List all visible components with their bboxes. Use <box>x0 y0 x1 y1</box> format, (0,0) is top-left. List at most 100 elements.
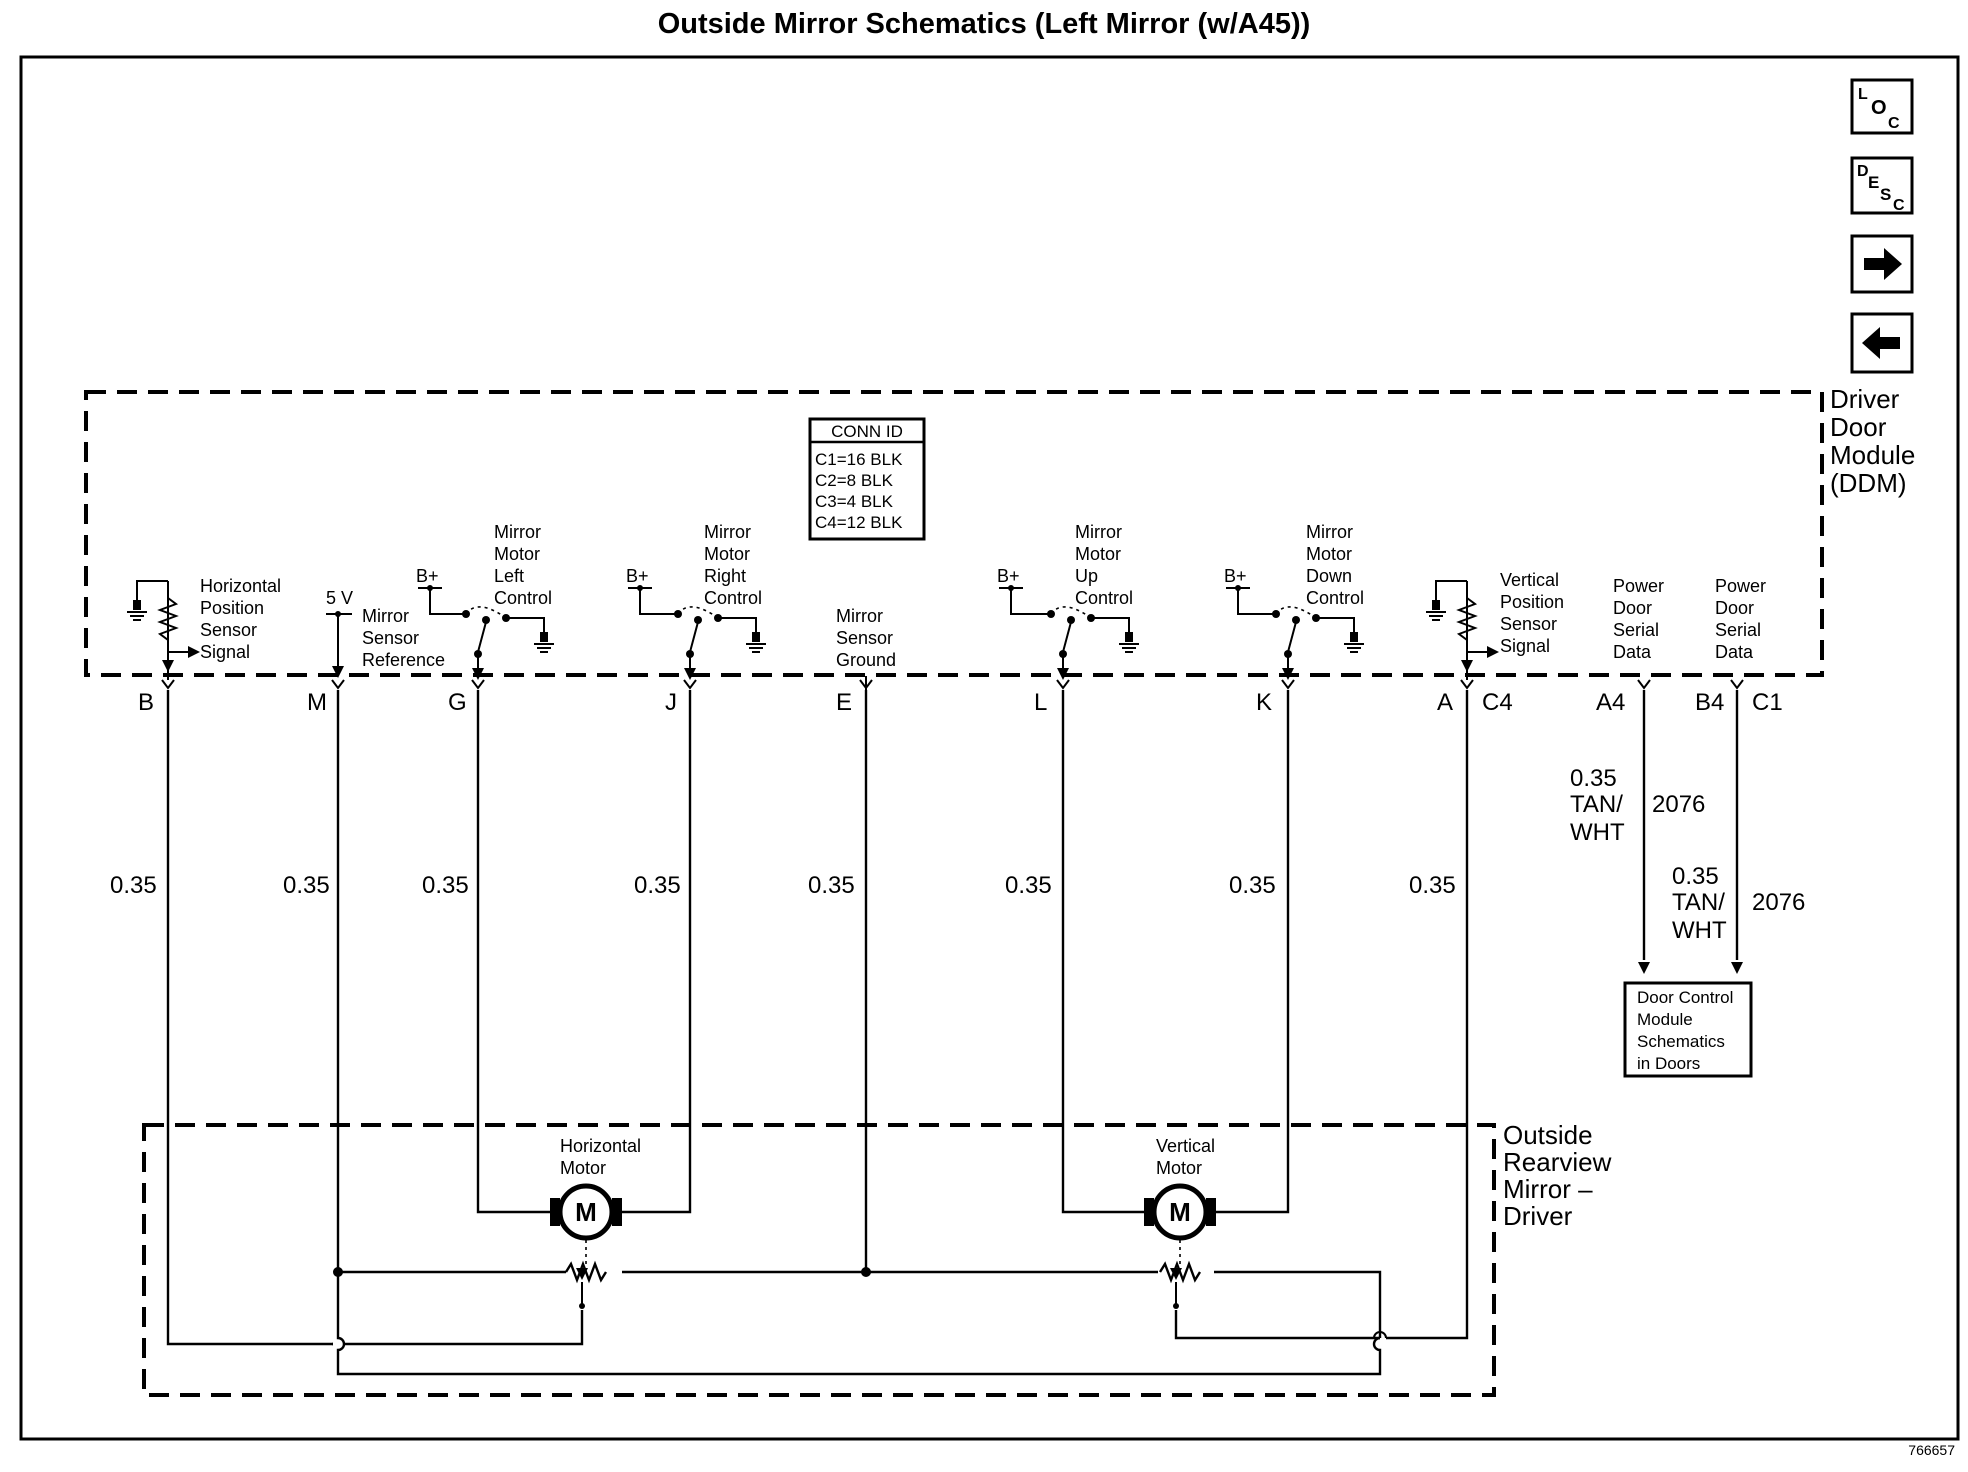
conn-id-header: CONN ID <box>831 422 903 441</box>
up-control-label: Motor <box>1075 544 1121 564</box>
left-control-switch <box>429 588 466 615</box>
arrow-icon <box>1282 668 1294 680</box>
serial-color: TAN/ <box>1672 889 1725 916</box>
connector-pin <box>331 679 345 690</box>
vertical-motor-label: Vertical <box>1156 1136 1215 1156</box>
b-plus-label: B+ <box>626 566 649 586</box>
right-control-label: Mirror <box>704 522 751 542</box>
switch-contact <box>482 616 490 624</box>
wire-gauge-label: 0.35 <box>1409 872 1456 899</box>
wire-gauge-label: 0.35 <box>808 872 855 899</box>
horizontal-motor-label: Motor <box>560 1158 606 1178</box>
up-control-label: Mirror <box>1075 522 1122 542</box>
wire-gauge-label: 0.35 <box>110 872 157 899</box>
ddm-label-3: Module <box>1830 440 1915 470</box>
sensor-ground-label: Mirror <box>836 606 883 626</box>
pin-label: G <box>448 689 467 716</box>
five-volt-label: 5 V <box>326 588 353 608</box>
junction-dot <box>335 611 341 617</box>
arrow-icon <box>472 668 484 680</box>
mirror-sensor-reference-label: Mirror <box>362 606 409 626</box>
loc-letter-2: O <box>1871 97 1887 119</box>
serial-data-label: Power <box>1715 576 1766 596</box>
up-control-switch <box>1010 588 1051 615</box>
motor-symbol: M <box>1169 1197 1191 1227</box>
wire-l <box>1061 690 1144 1214</box>
previous-page-button[interactable] <box>1850 312 1914 374</box>
serial-circuit: 2076 <box>1652 791 1705 818</box>
vertical-sensor-label: Vertical <box>1500 570 1559 590</box>
desc-letter-1: D <box>1857 163 1869 180</box>
pin-label: B4 <box>1695 689 1724 716</box>
connector-pin <box>1281 679 1295 690</box>
conn-id-table: CONN ID C1=16 BLK C2=8 BLK C3=4 BLK C4=1… <box>808 417 926 541</box>
down-control-switch <box>1287 621 1297 653</box>
sensor-reference-bus <box>336 1270 1382 1376</box>
serial-data-label: Serial <box>1613 620 1659 640</box>
door-box-line: Module <box>1637 1010 1693 1029</box>
conn-id-row: C3=4 BLK <box>815 492 894 511</box>
down-control-label: Control <box>1306 588 1364 608</box>
next-page-button[interactable] <box>1850 234 1914 294</box>
serial-gauge: 0.35 <box>1570 765 1617 792</box>
conn-id-row: C2=8 BLK <box>815 471 894 490</box>
desc-letter-2: E <box>1868 173 1879 192</box>
pin-label: J <box>665 689 677 716</box>
door-box-line: Schematics <box>1637 1032 1725 1051</box>
arrow-icon <box>332 666 344 678</box>
right-control-switch <box>639 588 678 615</box>
ground-icon <box>1350 632 1358 642</box>
up-control-label: Up <box>1075 566 1098 586</box>
wire-gauge-label: 0.35 <box>1229 872 1276 899</box>
conn-id-row: C4=12 BLK <box>815 513 903 532</box>
connector-label: C4 <box>1482 689 1513 716</box>
ddm-boundary <box>84 390 1824 677</box>
ground-icon <box>1125 632 1133 642</box>
pin-label: E <box>836 689 852 716</box>
vertical-sensor-label: Sensor <box>1500 614 1557 634</box>
arrow-icon <box>188 646 200 658</box>
ground-icon <box>1119 643 1139 653</box>
hop-over <box>1373 1331 1387 1339</box>
serial-data-label: Data <box>1613 642 1652 662</box>
right-arrow-icon <box>1864 248 1902 280</box>
connector-pin <box>1460 679 1474 690</box>
loc-button[interactable]: L O C <box>1850 78 1914 135</box>
door-control-module-box[interactable]: Door Control Module Schematics in Doors <box>1623 981 1753 1078</box>
pin-label: M <box>307 689 327 716</box>
junction-dot <box>1173 1303 1179 1309</box>
connector-pin <box>161 679 175 690</box>
down-control-label: Down <box>1306 566 1352 586</box>
serial-gauge: 0.35 <box>1672 863 1719 890</box>
pin-label: K <box>1256 689 1272 716</box>
ground-icon <box>1432 600 1440 610</box>
switch-contact <box>694 616 702 624</box>
right-control-switch <box>689 621 699 653</box>
up-control-switch <box>1062 621 1072 653</box>
vertical-motor-label: Motor <box>1156 1158 1202 1178</box>
ddm-label-4: (DDM) <box>1830 468 1907 498</box>
down-control-label: Mirror <box>1306 522 1353 542</box>
serial-color: WHT <box>1672 917 1727 944</box>
wire-g <box>476 690 560 1214</box>
wire-gauge-label: 0.35 <box>422 872 469 899</box>
arrow-icon <box>1487 646 1499 658</box>
arrow-icon <box>1170 1268 1182 1280</box>
right-control-switch <box>718 617 757 630</box>
mirror-label-2: Rearview <box>1503 1147 1612 1177</box>
up-control-switch <box>1091 617 1130 630</box>
horizontal-sensor-label: Horizontal <box>200 576 281 596</box>
page-title: Outside Mirror Schematics (Left Mirror (… <box>657 8 1311 40</box>
arrow-icon <box>684 668 696 680</box>
mirror-label-3: Mirror – <box>1503 1174 1593 1204</box>
mirror-sensor-reference-label: Reference <box>362 650 445 670</box>
vertical-position-sensor <box>1435 580 1467 598</box>
desc-letter-3: S <box>1880 185 1891 204</box>
sensor-bus <box>338 1270 1382 1338</box>
desc-button[interactable]: D E S C <box>1850 156 1914 215</box>
loc-letter-3: C <box>1888 115 1900 132</box>
switch-contact <box>1292 616 1300 624</box>
pin-label: L <box>1034 689 1047 716</box>
left-control-switch <box>506 617 545 630</box>
